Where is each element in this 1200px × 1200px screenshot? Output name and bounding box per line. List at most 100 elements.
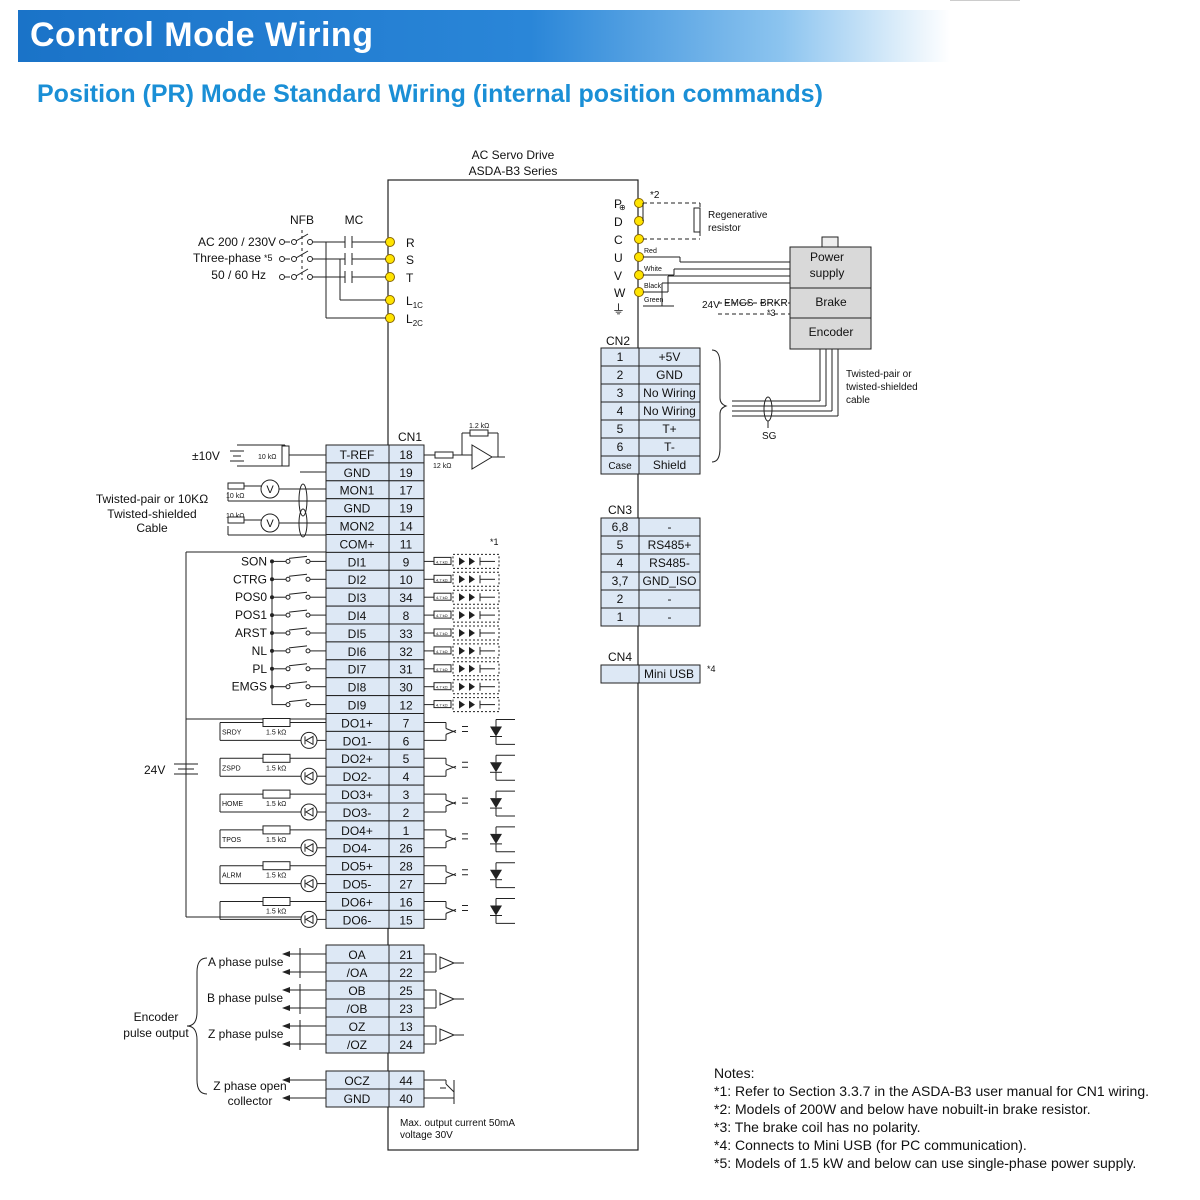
light-arrow-icon [462, 726, 468, 732]
cn1-pin: 9 [403, 555, 410, 569]
di-led-icon [469, 629, 475, 637]
cn3-signal: - [668, 520, 672, 534]
cn1-signal: GND [344, 466, 371, 480]
encoder-title-1: Encoder [134, 1010, 179, 1024]
nfb-contact [291, 239, 297, 245]
di-led-icon [459, 611, 465, 620]
z-phase-label: Z phase pulse [208, 1027, 284, 1041]
di-optocoupler [452, 679, 500, 695]
do-led-icon [490, 798, 502, 809]
cn1-pin: 10 [399, 573, 413, 587]
di-label: CTRG [233, 572, 267, 586]
mc-label: MC [345, 213, 364, 227]
input-terminal [279, 256, 285, 262]
twisted-label-3: Cable [136, 521, 168, 535]
input-terminal [279, 239, 285, 245]
power-terminal-dot [385, 254, 395, 264]
di-contact [305, 648, 311, 654]
cn2-cable-2: twisted-shielded [846, 382, 918, 393]
cn3-pin: 5 [617, 538, 624, 552]
di-res-label: 4.7 kΩ [436, 703, 448, 708]
cn1-pin: 12 [399, 699, 413, 713]
do-transistor [445, 871, 457, 877]
r10k-label-1: 10 kΩ [258, 454, 276, 461]
cn1-pin: 19 [399, 466, 413, 480]
di-res-label: 4.7 kΩ [436, 685, 448, 690]
nfb-contact [291, 256, 297, 262]
di-led-icon [459, 664, 465, 673]
cn1-signal: OCZ [344, 1074, 369, 1088]
mon1-v-symbol: V [266, 484, 274, 496]
r12k-label-b: 12 kΩ [433, 463, 451, 470]
mon-shield [298, 483, 308, 517]
di-switch [288, 681, 308, 685]
di-contact [305, 684, 311, 690]
do-transistor [445, 907, 457, 912]
di-contact [305, 594, 311, 600]
do-resistor [262, 897, 291, 906]
di-optocoupler [452, 571, 500, 587]
di-res-label: 4.7 kΩ [436, 595, 448, 600]
pulse-arrow-icon [282, 1005, 290, 1011]
cn3-label: CN3 [608, 503, 632, 517]
di-optocoupler [452, 553, 500, 569]
di-led-icon [469, 575, 475, 584]
r10k-label-2: 10 kΩ [226, 493, 244, 500]
power-terminal-label: L2C [406, 312, 423, 328]
di-optocoupler [452, 589, 500, 605]
cn1-pin: 18 [399, 448, 413, 462]
cn1-pin: 33 [399, 627, 413, 641]
cn1-pin: 25 [399, 984, 413, 998]
cn1-pin: 22 [399, 966, 413, 980]
cn1-pin: 4 [403, 770, 410, 784]
notes: Notes: *1: Refer to Section 3.3.7 in the… [714, 1064, 1149, 1172]
motor-shaft [821, 236, 839, 248]
line-driver-icon [439, 1028, 456, 1042]
nfb-contact [291, 274, 297, 280]
power-terminal-dot [385, 272, 395, 282]
regen-label-2: resistor [708, 223, 741, 234]
di-contact [305, 558, 311, 564]
relay-diode-icon [304, 878, 314, 889]
pulse-arrow-icon [282, 1023, 290, 1029]
regen-note: *2 [650, 190, 660, 201]
wire-color-label: Green [644, 297, 664, 304]
light-arrow-icon [462, 833, 468, 840]
relay-diode-icon [304, 807, 314, 817]
cn2-pin: 6 [617, 440, 624, 454]
cn1-pin: 8 [403, 609, 410, 623]
cn2-signal: T- [664, 440, 675, 454]
cn2-pin: 1 [617, 350, 624, 364]
do-transistor [445, 763, 457, 769]
cn3-signal: GND_ISO [642, 574, 696, 588]
power-terminal-label: S [406, 253, 414, 267]
zoc-label-1: Z phase open [213, 1079, 286, 1093]
motor-terminal-label: V [614, 269, 622, 283]
relay-diode-icon [304, 771, 314, 782]
pulse-arrow-icon [282, 951, 290, 957]
regen-label-1: Regenerative [708, 210, 768, 221]
do-label: ALRM [222, 873, 242, 880]
input-resistor [434, 451, 454, 459]
do-transistor [445, 729, 457, 735]
cn1-signal: DI5 [348, 627, 367, 641]
cn1-pin: 3 [403, 788, 410, 802]
mon1-resistor [227, 482, 245, 490]
cn1-pin: 40 [399, 1092, 413, 1106]
cn1-pin: 15 [399, 913, 413, 927]
di-contact [285, 630, 291, 636]
di-switch [288, 555, 308, 559]
di-contact [285, 648, 291, 654]
cn2-sig-cell [638, 455, 701, 475]
relay-icon [300, 767, 318, 785]
power-terminal-dot [385, 313, 395, 323]
di-label: ARST [235, 626, 268, 640]
di-label: NL [252, 644, 268, 658]
do-transistor [445, 837, 457, 843]
di-switch [288, 645, 308, 649]
relay-icon [300, 910, 318, 928]
cn1-signal: MON1 [340, 484, 375, 498]
